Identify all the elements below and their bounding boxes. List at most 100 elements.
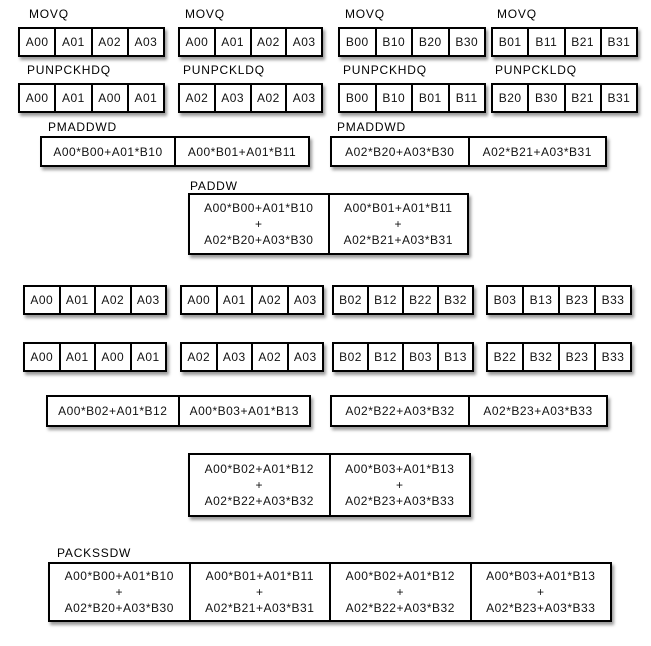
sum-cell: A00*B03+A01*B13 + A02*B23+A03*B33 — [328, 455, 470, 515]
mmx-register-box: A00*B02+A01*B12 + A02*B22+A03*B32 A00*B0… — [188, 453, 471, 517]
register-cell: B22 — [402, 287, 437, 313]
register-cell: A01 — [126, 85, 163, 111]
register-cell: B10 — [374, 85, 412, 111]
sum-line: A02*B20+A03*B30 — [204, 233, 314, 247]
mmx-register-box: A00*B02+A01*B12 A00*B03+A01*B13 — [46, 395, 311, 427]
register-cell: A00 — [30, 293, 54, 307]
register-cell: A00 — [25, 35, 49, 49]
plus-operator: + — [115, 585, 123, 599]
register-cell: B31 — [599, 85, 636, 111]
mmx-register-box: B00 B10 B20 B30 — [338, 27, 486, 57]
register-cell: A03 — [286, 287, 323, 313]
punpckhdq-label: PUNPCKHDQ — [27, 63, 111, 77]
mmx-register-box: A00 A01 A02 A03 — [23, 285, 167, 315]
register-cell: A00 — [30, 350, 54, 364]
register-cell: A01 — [54, 85, 90, 111]
register-cell: B12 — [367, 344, 402, 370]
register-cell: B00 — [345, 91, 369, 105]
product-cell: A00*B02+A01*B12 — [58, 404, 168, 418]
plus-operator: + — [255, 478, 263, 492]
mmx-register-box: A00 A01 A02 A03 — [180, 285, 324, 315]
plus-operator: + — [395, 478, 404, 492]
mmx-register-box: B22 B32 B23 B33 — [486, 342, 632, 372]
register-cell: B20 — [498, 91, 522, 105]
register-cell: B33 — [594, 287, 630, 313]
punpckldq-label: PUNPCKLDQ — [183, 63, 265, 77]
register-cell: B22 — [493, 350, 517, 364]
mmx-register-box: B20 B30 B21 B31 — [491, 83, 638, 113]
mmx-register-box: A00 A01 A00 A01 — [18, 83, 165, 113]
sum-cell: A00*B01+A01*B11 + A02*B21+A03*B31 — [327, 195, 468, 253]
mmx-register-box: A02*B20+A03*B30 A02*B21+A03*B31 — [330, 136, 607, 167]
register-cell: B02 — [339, 293, 362, 307]
result-cell: A00*B02+A01*B12 + A02*B22+A03*B32 — [329, 564, 470, 620]
register-cell: A02 — [90, 29, 127, 55]
register-cell: B11 — [527, 29, 563, 55]
register-cell: B10 — [374, 29, 412, 55]
mmx-register-box: B02 B12 B22 B32 — [332, 285, 474, 315]
mmx-register-box: B00 B10 B01 B11 — [338, 83, 486, 113]
register-cell: B21 — [563, 29, 600, 55]
register-cell: B32 — [522, 344, 558, 370]
register-cell: A01 — [129, 344, 166, 370]
plus-operator: + — [254, 217, 263, 231]
pmaddwd-label: PMADDWD — [48, 120, 117, 134]
result-cell: A00*B00+A01*B10 + A02*B20+A03*B30 — [50, 564, 189, 620]
mmx-register-box: A02*B22+A03*B32 A02*B23+A03*B33 — [330, 395, 608, 427]
register-cell: B01 — [498, 35, 522, 49]
register-cell: A02 — [249, 85, 286, 111]
punpckhdq-label: PUNPCKHDQ — [343, 63, 427, 77]
pmaddwd-label: PMADDWD — [337, 120, 406, 134]
register-cell: B00 — [345, 35, 369, 49]
sum-line: A00*B01+A01*B11 — [205, 569, 314, 583]
sum-line: A02*B21+A03*B31 — [205, 601, 315, 615]
register-cell: A01 — [213, 29, 250, 55]
register-cell: B33 — [594, 344, 630, 370]
register-cell: B23 — [558, 287, 594, 313]
register-cell: A03 — [215, 344, 252, 370]
mmx-register-box: A02 A03 A02 A03 — [178, 83, 323, 113]
plus-operator: + — [396, 585, 404, 599]
register-cell: B13 — [437, 344, 472, 370]
sum-line: A02*B22+A03*B32 — [204, 494, 314, 508]
mmx-register-box: B02 B12 B03 B13 — [332, 342, 474, 372]
register-cell: A02 — [185, 91, 209, 105]
product-cell: A00*B01+A01*B11 — [174, 138, 308, 165]
packssdw-label: PACKSSDW — [57, 546, 132, 560]
register-cell: A00 — [94, 344, 130, 370]
product-cell: A02*B22+A03*B32 — [345, 404, 455, 418]
register-cell: A03 — [286, 344, 323, 370]
register-cell: A01 — [54, 29, 90, 55]
product-cell: A02*B21+A03*B31 — [467, 138, 606, 165]
mmx-register-box: A00*B00+A01*B10 + A02*B20+A03*B30 A00*B0… — [188, 193, 469, 255]
register-cell: B23 — [558, 344, 594, 370]
result-cell: A00*B03+A01*B13 + A02*B23+A03*B33 — [469, 564, 611, 620]
register-cell: A00 — [185, 35, 209, 49]
register-cell: A01 — [58, 287, 95, 313]
register-cell: A02 — [251, 344, 287, 370]
product-cell: A02*B23+A03*B33 — [468, 397, 606, 425]
register-cell: A02 — [251, 287, 287, 313]
register-cell: A01 — [215, 287, 252, 313]
sum-line: A00*B02+A01*B12 — [345, 569, 455, 583]
mmx-register-box: B03 B13 B23 B33 — [486, 285, 632, 315]
register-cell: A03 — [213, 85, 250, 111]
sum-line: A00*B00+A01*B10 — [64, 569, 174, 583]
register-cell: B21 — [563, 85, 600, 111]
sum-line: A00*B03+A01*B13 — [486, 569, 596, 583]
sum-line: A02*B22+A03*B32 — [345, 601, 455, 615]
movq-label: MOVQ — [497, 7, 537, 21]
sum-line: A00*B00+A01*B10 — [204, 201, 314, 215]
register-cell: B01 — [411, 85, 448, 111]
mmx-register-box: B01 B11 B21 B31 — [491, 27, 638, 57]
sum-line: A02*B20+A03*B30 — [64, 601, 174, 615]
movq-label: MOVQ — [29, 7, 69, 21]
register-cell: B30 — [447, 29, 485, 55]
movq-label: MOVQ — [345, 7, 385, 21]
register-cell: B03 — [402, 344, 437, 370]
mmx-register-box: A00*B00+A01*B10 A00*B01+A01*B11 — [40, 136, 310, 167]
plus-operator: + — [255, 585, 264, 599]
register-cell: A03 — [285, 85, 321, 111]
sum-line: A02*B23+A03*B33 — [345, 494, 455, 508]
register-cell: A00 — [25, 91, 49, 105]
